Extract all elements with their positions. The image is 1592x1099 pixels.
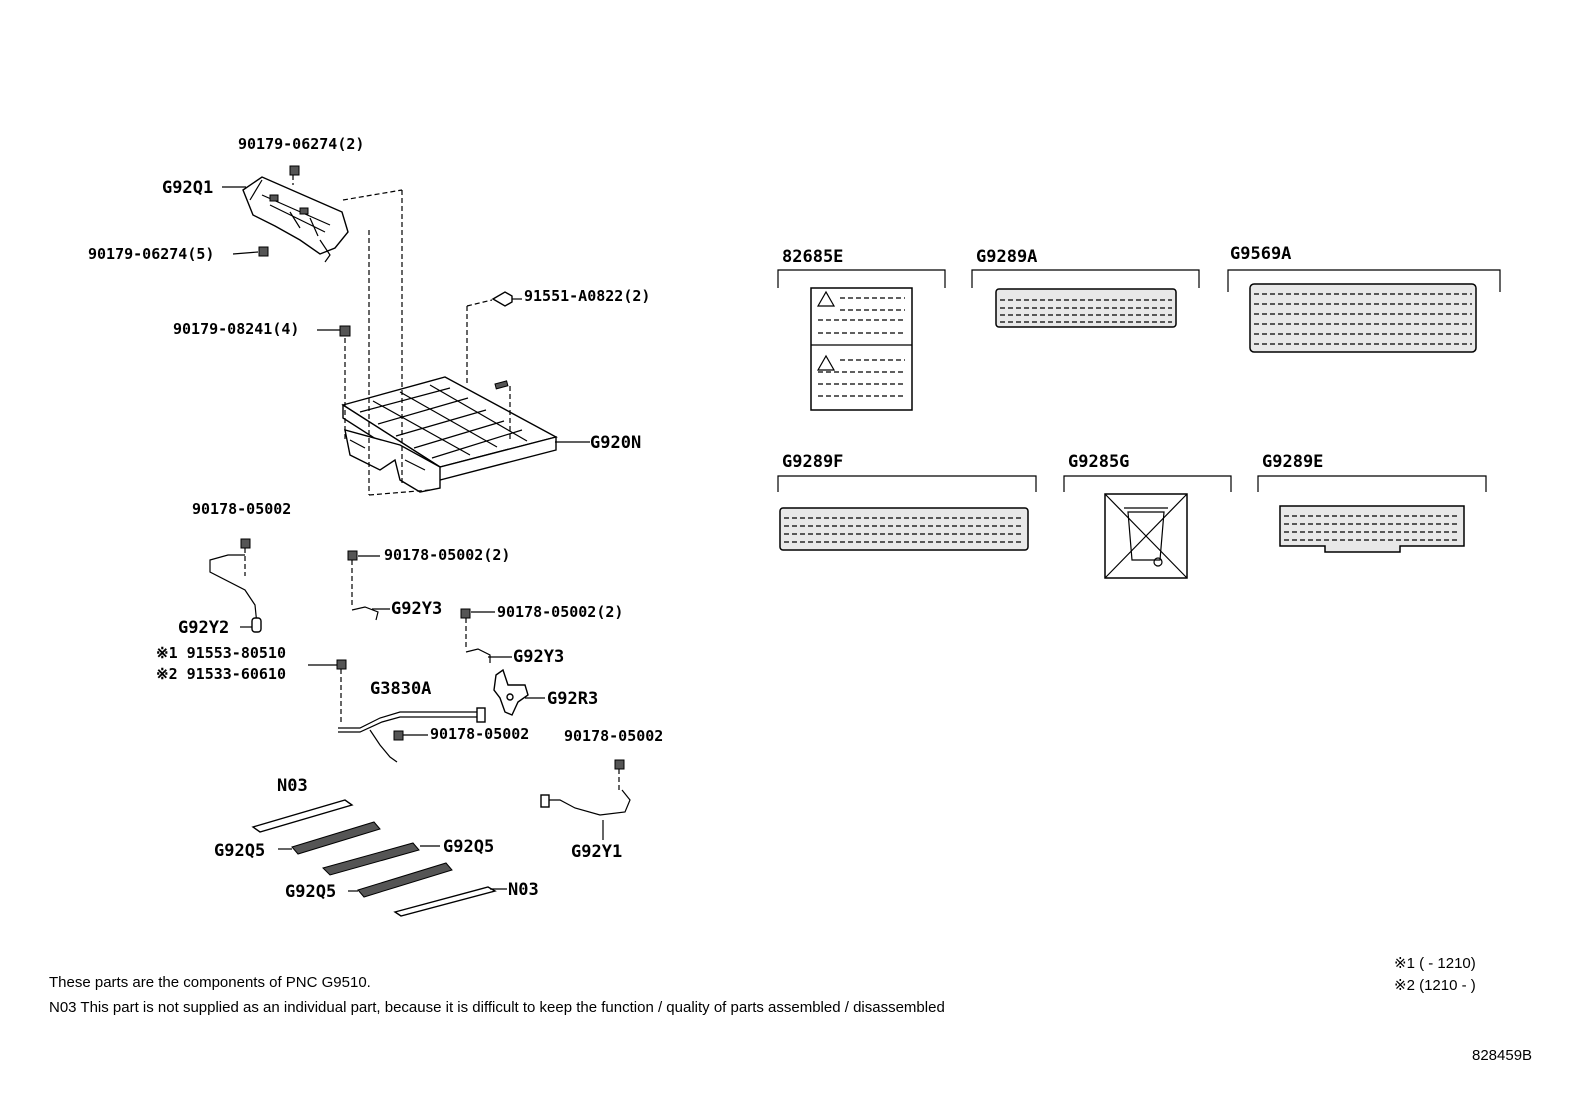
wire-g92y1 (540, 759, 631, 816)
svg-text:G9569A: G9569A (1230, 244, 1291, 264)
label-g920n: G920N (590, 433, 641, 453)
label-n03-a: N03 (277, 776, 308, 796)
wire-g92y3 (347, 550, 491, 663)
note-line2: N03 This part is not supplied as an indi… (49, 999, 945, 1016)
label-g92y1: G92Y1 (571, 842, 622, 862)
guide-lines (292, 175, 511, 496)
note-line1: These parts are the components of PNC G9… (49, 974, 371, 991)
label-bolt-80510: ※1 91553-80510 (156, 644, 286, 662)
label-g3830a: G3830A (370, 679, 431, 699)
diagram-id: 828459B (1472, 1047, 1532, 1064)
label-g92y3-b: G92Y3 (513, 647, 564, 667)
pad-n03 (251, 799, 497, 917)
pad-g92q5 (291, 821, 453, 898)
label-nut-08241: 90179-08241(4) (173, 320, 299, 338)
decal-g9289e: G9289E (1257, 452, 1487, 553)
svg-text:G9289A: G9289A (976, 247, 1037, 267)
wire-g92y2 (209, 538, 262, 633)
label-nut-05002-c: 90178-05002(2) (497, 603, 623, 621)
decal-g9289f: G9289F (777, 452, 1037, 551)
label-g92y3-a: G92Y3 (391, 599, 442, 619)
bracket-g92q1 (242, 176, 349, 263)
bolt-icon (491, 291, 522, 307)
footnote-1: ※1 ( - 1210) (1394, 955, 1476, 972)
decal-g9285g: G9285G (1063, 452, 1232, 579)
label-bolt-60610: ※2 91533-60610 (156, 665, 286, 683)
label-nut-05002-e: 90178-05002 (564, 727, 663, 745)
label-g92r3: G92R3 (547, 689, 598, 709)
label-nut-05002-b: 90178-05002(2) (384, 546, 510, 564)
svg-text:G9289F: G9289F (782, 452, 843, 472)
label-nut-05002-a: 90178-05002 (192, 500, 291, 518)
svg-text:G9289E: G9289E (1262, 452, 1323, 472)
label-n03-b: N03 (508, 880, 539, 900)
cable-g3830a (336, 659, 486, 763)
tray-g920n (341, 376, 558, 493)
label-nut-06274-5: 90179-06274(5) (88, 245, 214, 263)
label-bolt-a0822: 91551-A0822(2) (524, 287, 650, 305)
svg-text:82685E: 82685E (782, 247, 843, 267)
label-g92y2: G92Y2 (178, 618, 229, 638)
svg-text:G9285G: G9285G (1068, 452, 1129, 472)
decal-82685e: 82685E (777, 247, 946, 411)
leader-lines (222, 186, 604, 892)
label-g92q5-b: G92Q5 (443, 837, 494, 857)
bracket-g92r3 (493, 668, 529, 716)
label-nut-05002-d: 90178-05002 (430, 725, 529, 743)
label-g92q1: G92Q1 (162, 178, 213, 198)
label-nut-06274-2: 90179-06274(2) (238, 135, 364, 153)
label-g92q5-c: G92Q5 (285, 882, 336, 902)
decal-g9289a: G9289A (971, 247, 1200, 328)
footnote-2: ※2 (1210 - ) (1394, 977, 1476, 994)
label-g92q5-a: G92Q5 (214, 841, 265, 861)
nut-icon (258, 165, 351, 337)
decal-g9569a: G9569A (1227, 244, 1501, 353)
